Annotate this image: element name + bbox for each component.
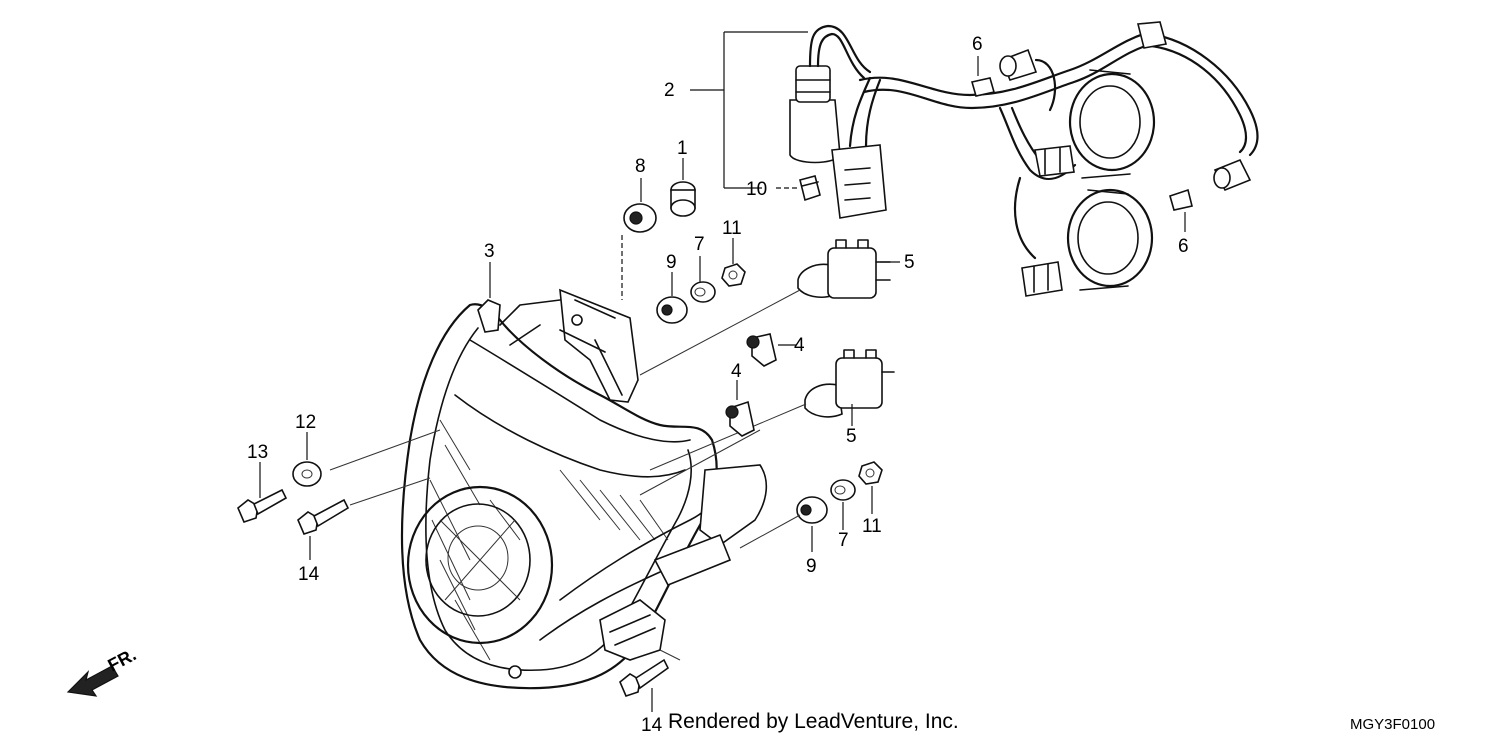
- upper-bulb: [797, 239, 891, 299]
- callout-9-lower: 9: [806, 556, 817, 577]
- callout-5-upper: 5: [904, 252, 915, 273]
- callout-7-lower: 7: [838, 530, 849, 551]
- headlight-assembly: [400, 288, 768, 690]
- wire-harness: [789, 21, 1259, 297]
- bolt-14-bottom: [619, 658, 670, 697]
- callout-14-left: 14: [298, 564, 320, 585]
- callout-4-upper: 4: [794, 335, 805, 356]
- nut-11-lower: [858, 461, 883, 485]
- position-socket-lower: [725, 400, 755, 437]
- clip-10: [799, 175, 821, 202]
- callout-11-lower: 11: [862, 516, 882, 537]
- lower-bulb: [804, 349, 895, 418]
- collar-1: [670, 181, 696, 217]
- callout-8: 8: [635, 156, 646, 177]
- grommet-8: [623, 203, 657, 233]
- callout-14-bottom: 14: [641, 715, 663, 736]
- callout-13: 13: [247, 442, 268, 463]
- callout-2: 2: [664, 80, 675, 101]
- grommet-9-lower: [796, 496, 828, 524]
- collar-7-upper: [690, 281, 716, 303]
- front-direction-marker: FR.: [66, 644, 139, 697]
- callout-3: 3: [484, 241, 495, 262]
- callout-7-upper: 7: [694, 234, 705, 255]
- position-socket-upper: [746, 333, 777, 367]
- washer-12: [292, 461, 322, 487]
- grommet-9-upper: [656, 296, 688, 324]
- callout-9-upper: 9: [666, 252, 677, 273]
- render-credit: Rendered by LeadVenture, Inc.: [668, 710, 959, 733]
- callout-5-lower: 5: [846, 426, 857, 447]
- diagram-code: MGY3F0100: [1350, 716, 1436, 733]
- callout-1: 1: [677, 138, 688, 159]
- collar-7-lower: [830, 479, 856, 501]
- bolt-13: [237, 488, 288, 523]
- callout-4-lower: 4: [731, 361, 742, 382]
- nut-11-upper: [721, 263, 746, 287]
- callout-6-lower: 6: [1178, 236, 1189, 257]
- callout-6-upper: 6: [972, 34, 983, 55]
- callout-10: 10: [746, 179, 767, 200]
- bolt-14-left: [297, 498, 350, 535]
- front-arrow-icon: [66, 665, 119, 697]
- callout-11-upper: 11: [722, 218, 742, 239]
- callout-12: 12: [295, 412, 316, 433]
